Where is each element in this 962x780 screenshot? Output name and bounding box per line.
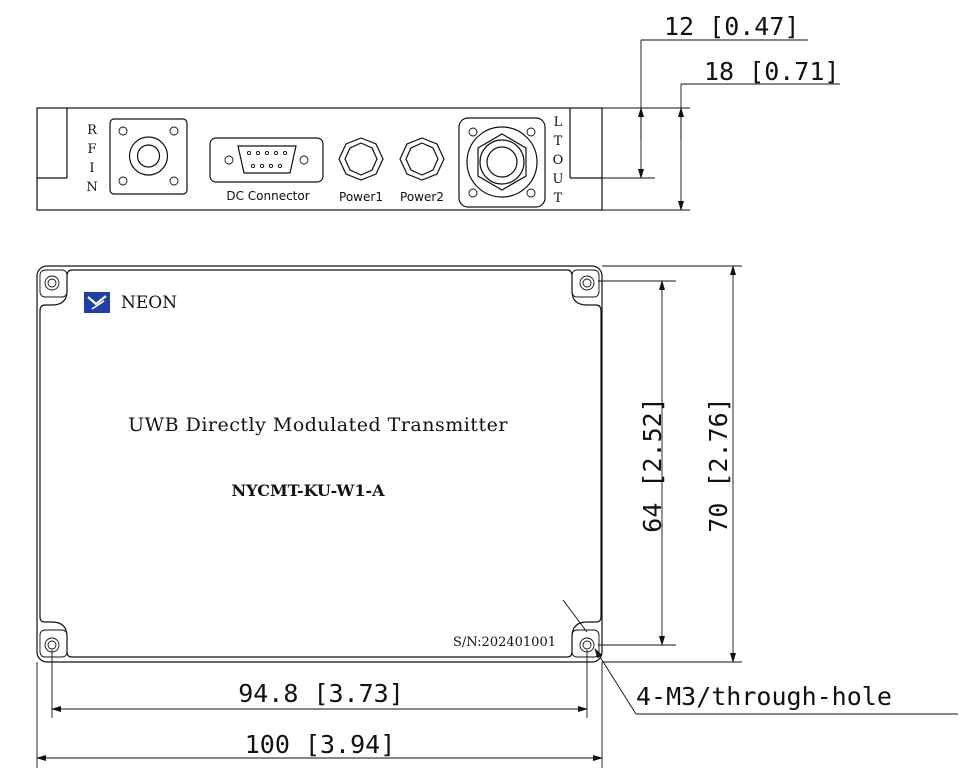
product-title: UWB Directly Modulated Transmitter	[128, 414, 508, 436]
power1-label: Power1	[339, 190, 383, 204]
mounting-hole	[39, 269, 68, 298]
lt-out-letter: T	[554, 191, 563, 206]
front-panel-outline	[36, 107, 603, 211]
height-holes-dimension: 64 [2.52]	[638, 397, 667, 532]
dc-connector-label: DC Connector	[226, 189, 309, 203]
mounting-hole	[571, 629, 600, 658]
rf-in-connector	[109, 118, 188, 195]
rf-in-letter: R	[87, 123, 98, 138]
serial-number: S/N:202401001	[453, 635, 556, 650]
brand-name: NEON	[121, 293, 177, 313]
mounting-hole	[39, 629, 68, 658]
power2-connector	[399, 137, 445, 181]
depth-flange-dimension: 12 [0.47]	[664, 12, 799, 41]
lt-out-connector	[458, 117, 546, 208]
width-holes-dimension: 94.8 [3.73]	[238, 679, 404, 708]
height-total-dimension: 70 [2.76]	[704, 397, 733, 532]
top-view: NEON UWB Directly Modulated Transmitter …	[36, 265, 958, 768]
power2-label: Power2	[400, 190, 444, 204]
lt-out-letter: U	[553, 172, 564, 187]
lt-out-letter: O	[553, 153, 564, 168]
rf-in-letter: F	[87, 142, 96, 157]
lid-outline	[39, 269, 602, 658]
lt-out-letter: L	[554, 115, 563, 130]
lt-out-label: L T O U T	[553, 115, 564, 206]
width-total-dimension: 100 [3.94]	[245, 730, 396, 759]
width-dimensions: 94.8 [3.73] 100 [3.94]	[36, 650, 603, 768]
enclosure-outline	[36, 265, 603, 663]
height-dimensions: 64 [2.52] 70 [2.76]	[598, 265, 742, 663]
model-number: NYCMT-KU-W1-A	[231, 481, 385, 500]
hole-note: 4-M3/through-hole	[636, 682, 892, 711]
rf-in-letter: N	[86, 180, 97, 195]
depth-dimensions: 12 [0.47] 18 [0.71]	[570, 12, 840, 211]
dc-connector	[209, 137, 324, 183]
depth-total-dimension: 18 [0.71]	[704, 57, 839, 86]
lt-out-letter: T	[554, 134, 563, 149]
rf-in-letter: I	[89, 161, 94, 176]
power1-connector	[338, 137, 384, 181]
front-panel-view: R F I N L T O U T DC Connector Power1 Po…	[36, 12, 840, 211]
neon-logo-icon	[84, 292, 110, 313]
mounting-hole	[571, 269, 600, 298]
rf-in-label: R F I N	[86, 123, 98, 195]
